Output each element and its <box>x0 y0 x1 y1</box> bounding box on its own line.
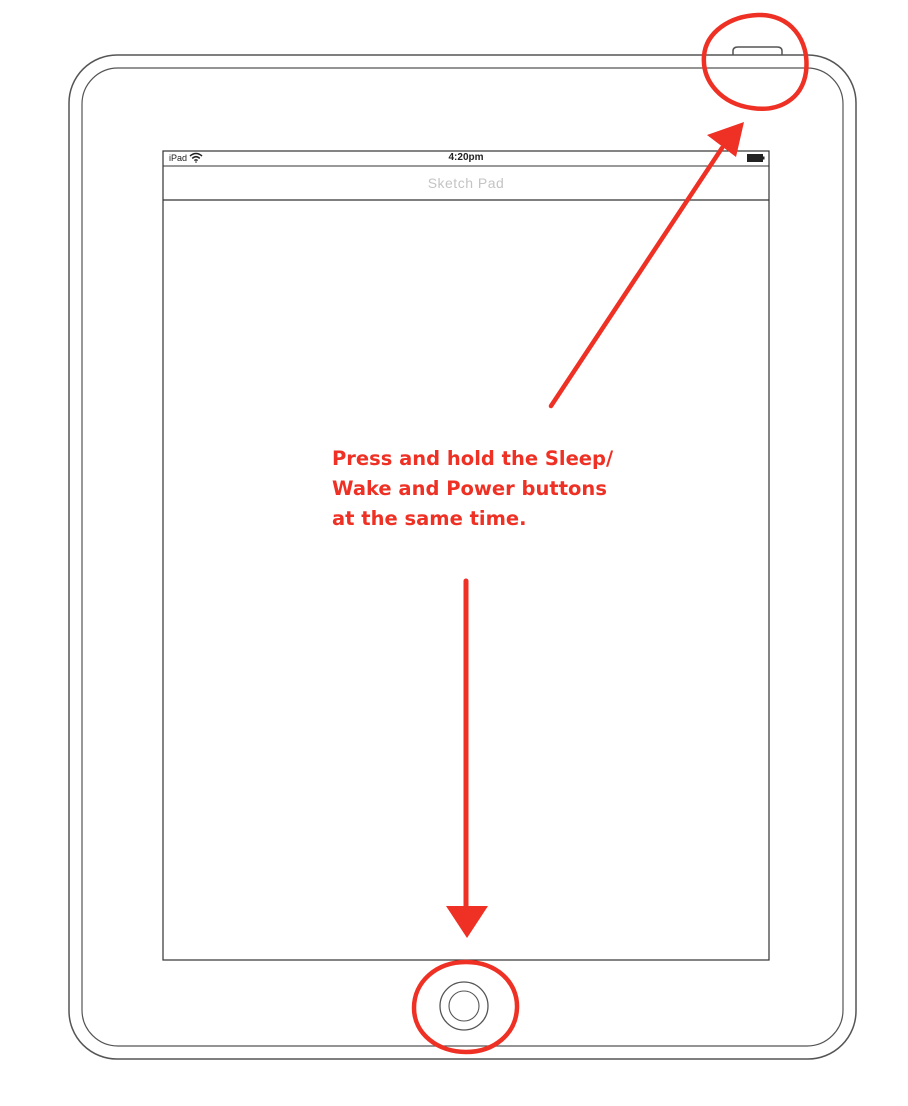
battery-icon <box>747 154 765 162</box>
callout-line: Press and hold the Sleep/ <box>332 447 614 470</box>
highlight-circle-home-button <box>411 959 520 1055</box>
carrier-label: iPad <box>169 153 188 163</box>
status-time: 4:20pm <box>448 152 484 163</box>
device-outer-frame <box>68 54 857 1060</box>
home-button-inner <box>448 990 480 1022</box>
wifi-icon <box>189 152 203 163</box>
device-inner-frame <box>81 67 844 1047</box>
arrowhead-down-icon <box>446 906 488 938</box>
instruction-callout: Press and hold the Sleep/ Wake and Power… <box>332 444 672 534</box>
highlight-circle-sleep-button <box>701 12 809 111</box>
home-button-icon[interactable] <box>439 981 489 1031</box>
arrowhead-up-right-icon <box>707 122 744 157</box>
arrow-to-sleep-button <box>548 145 725 409</box>
sleep-wake-button-icon[interactable] <box>732 46 783 55</box>
callout-line: at the same time. <box>332 507 527 530</box>
status-bar: iPad 4:20pm <box>163 151 769 166</box>
nav-bar-title: Sketch Pad <box>427 175 505 191</box>
callout-line: Wake and Power buttons <box>332 477 607 500</box>
